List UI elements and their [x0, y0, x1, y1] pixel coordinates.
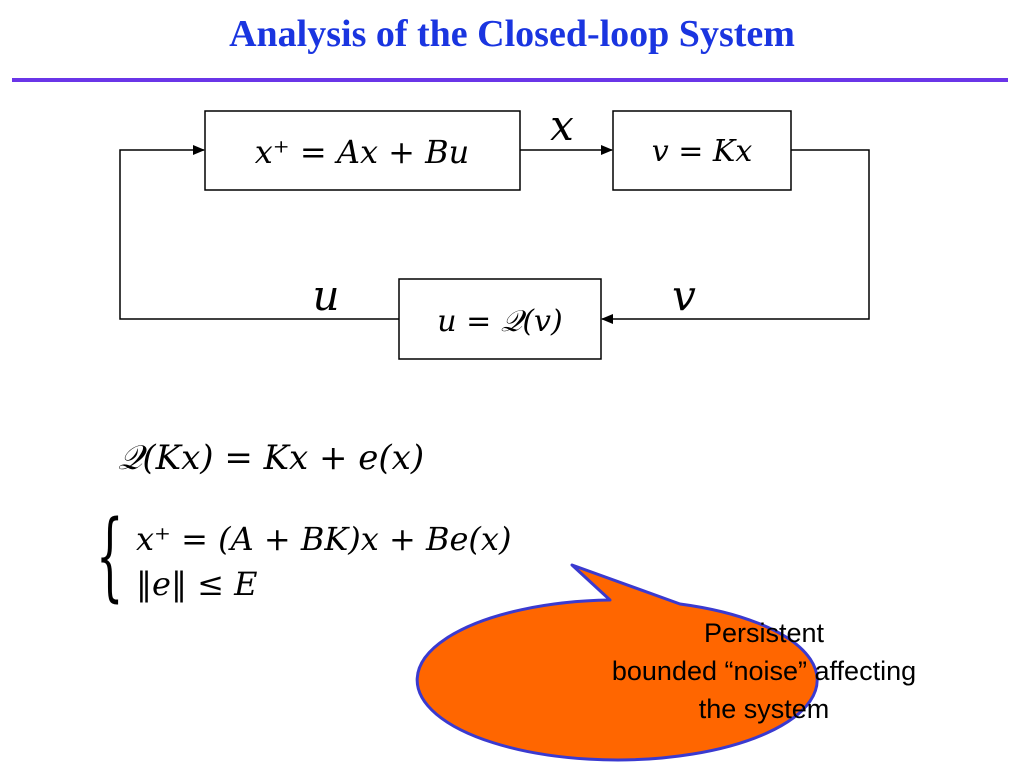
plant-block-label: x⁺ = Ax + Bu: [255, 133, 470, 171]
signal-u-label: u: [312, 271, 339, 320]
callout-line-1: Persistent: [704, 618, 825, 648]
slide-title: Analysis of the Closed-loop System: [229, 13, 795, 55]
callout-line-2: bounded “noise” affecting: [612, 656, 916, 686]
wire-quantizer-to-plant: [119, 145, 399, 320]
system-brace: {: [96, 500, 124, 612]
quantizer-block: [398, 278, 602, 360]
wire-controller-to-quantizer: [601, 149, 870, 324]
signal-x-label: x: [550, 101, 574, 150]
controller-block-label: v = Kx: [652, 134, 753, 169]
signal-v-label: v: [672, 271, 696, 320]
callout-line-3: the system: [699, 694, 830, 724]
error-bound-inequality: ‖e‖ ≤ E: [136, 565, 258, 603]
closed-loop-dynamics-equation: x⁺ = (A + BK)x + Be(x): [136, 520, 512, 558]
callout-bubble: [415, 563, 819, 762]
quantizer-error-equation: 𝒬(Kx) = Kx + e(x): [118, 438, 425, 478]
title-divider: [12, 78, 1008, 82]
plant-block: [204, 110, 521, 191]
quantizer-block-label: u = 𝒬(v): [437, 304, 562, 339]
